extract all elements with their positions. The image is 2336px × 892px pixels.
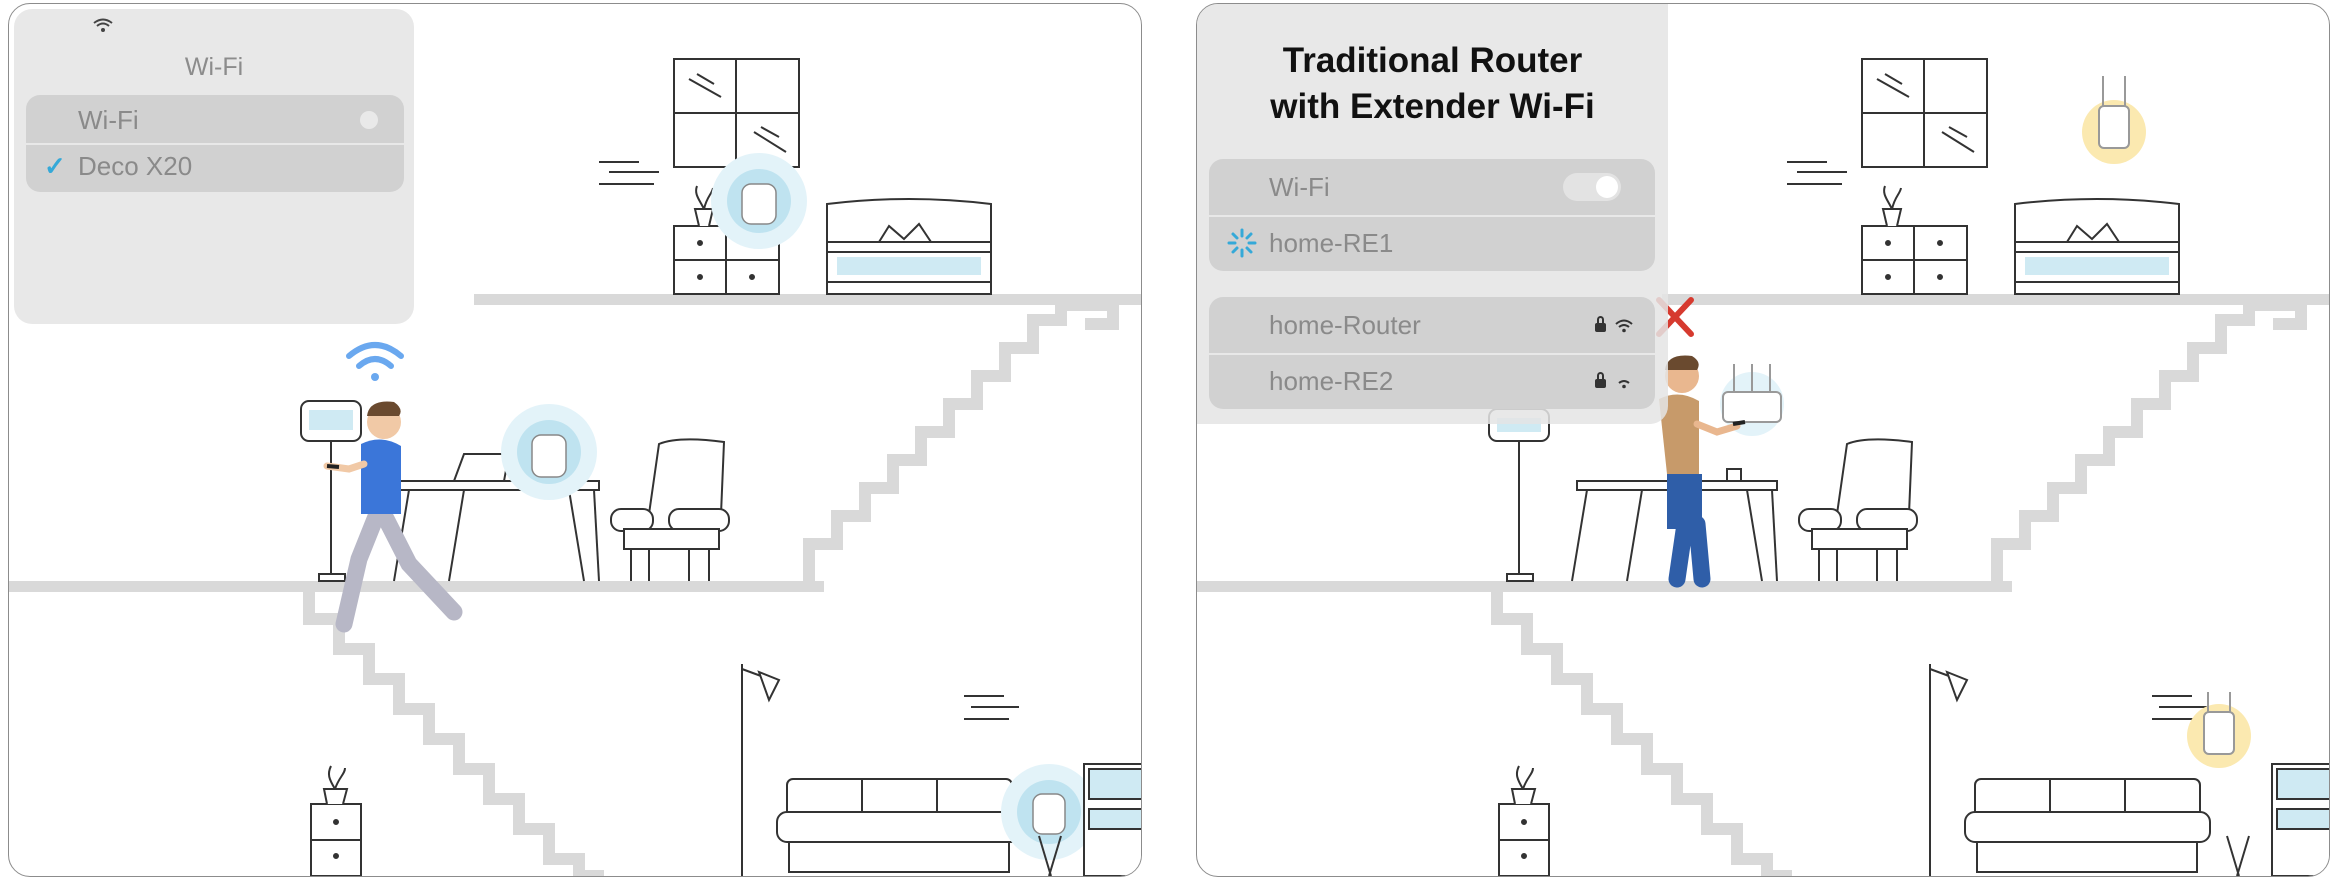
wifi-signal-icon [1618, 380, 1630, 389]
sofa [776, 778, 1023, 873]
wifi-settings-menu: Wi-Fi Wi-Fi ✓ Deco X20 [14, 9, 414, 324]
armchair [610, 438, 730, 581]
brick-marks [1787, 161, 2207, 720]
deco-unit-icon [531, 434, 567, 478]
arc-lamp [1929, 664, 1969, 876]
person-standing-disconnected [1659, 355, 1746, 588]
checkmark-icon: ✓ [44, 151, 66, 181]
spinner-icon [1227, 228, 1257, 258]
wifi-signal-icon [1615, 319, 1633, 333]
wifi-icon [93, 18, 113, 32]
menu-title: Wi-Fi [184, 53, 244, 81]
middle-floor [9, 581, 824, 592]
wifi-signal-icon [346, 342, 404, 381]
person-walking-connected [323, 401, 463, 633]
wifi-toggle[interactable] [360, 111, 378, 129]
upper-floor [1662, 294, 2329, 305]
stairs-down [303, 592, 604, 876]
network-name: home-RE1 [1269, 228, 1394, 258]
upper-floor [474, 294, 1141, 305]
wifi-toggle-row[interactable]: Wi-Fi [26, 95, 404, 151]
wifi-toggle-row[interactable]: Wi-Fi [1209, 159, 1655, 215]
brick-marks [599, 161, 1019, 720]
network-row-home-router[interactable]: home-Router [1209, 297, 1655, 353]
wifi-toggle[interactable] [1563, 173, 1621, 201]
router-extender-panel: Traditional Router with Extender Wi-Fi W… [1196, 3, 2330, 877]
nightstand [1861, 185, 1968, 295]
deco-unit-icon [741, 183, 777, 225]
sofa [1964, 778, 2211, 873]
house-scene-deco [9, 58, 1141, 876]
arc-lamp [741, 664, 781, 876]
panel-title-line2: with Extender Wi-Fi [1270, 87, 1595, 126]
deco-mesh-panel: Wi-Fi Wi-Fi ✓ Deco X20 [8, 3, 1142, 877]
desk [393, 453, 600, 582]
network-name: Deco X20 [78, 151, 193, 181]
stairs-up [803, 299, 1119, 581]
bed [2014, 198, 2180, 295]
other-networks-group: home-Router home-RE2 [1209, 297, 1655, 409]
network-row-home-re2[interactable]: home-RE2 [1209, 353, 1655, 409]
network-list: Wi-Fi ✓ Deco X20 [26, 95, 404, 192]
range-extender-icon [2098, 76, 2130, 149]
stairs-up [1991, 299, 2307, 581]
lock-icon [1595, 372, 1606, 388]
network-name: home-Router [1269, 310, 1421, 340]
side-cabinet [310, 765, 362, 876]
tv-cabinet [2226, 763, 2329, 876]
middle-floor [1197, 581, 2012, 592]
panel-title-line1: Traditional Router [1282, 41, 1583, 80]
current-network-group: Wi-Fi home-RE1 [1209, 159, 1655, 271]
range-extender-icon [2203, 692, 2235, 755]
network-row-home-re1[interactable]: home-RE1 [1209, 215, 1655, 271]
side-cabinet [1498, 765, 1550, 876]
wifi-toggle-label: Wi-Fi [78, 105, 139, 135]
wifi-toggle-label: Wi-Fi [1269, 172, 1330, 202]
router-icon [1722, 364, 1782, 423]
stairs-down [1491, 592, 1792, 876]
wifi-settings-menu: Traditional Router with Extender Wi-Fi W… [1197, 4, 1668, 424]
deco-unit-icon [1032, 793, 1066, 835]
bed [826, 198, 992, 295]
window [673, 58, 800, 168]
network-name: home-RE2 [1269, 366, 1394, 396]
house-scene-extender [1197, 58, 2329, 876]
window [1861, 58, 1988, 168]
lock-icon [1595, 316, 1606, 332]
tv-cabinet [1038, 763, 1141, 876]
armchair [1798, 438, 1918, 581]
floor-lamp [1488, 408, 1550, 582]
network-row-deco[interactable]: ✓ Deco X20 [26, 143, 404, 192]
